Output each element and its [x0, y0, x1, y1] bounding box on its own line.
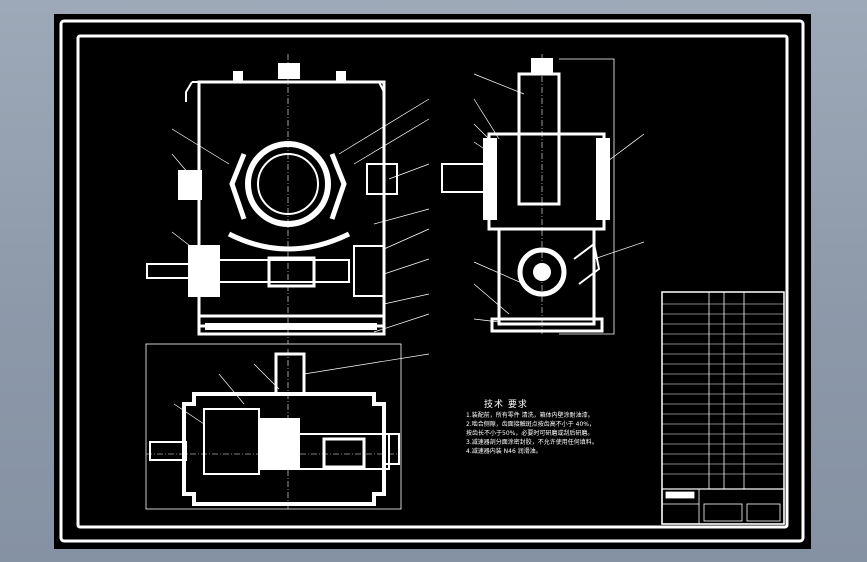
side-view [441, 54, 615, 335]
side-view-leaders [473, 73, 645, 323]
technical-note-3: 按齿长不小于50%，必要时可研磨或刮后研磨。 [466, 430, 594, 437]
technical-note-2: 2.啮合侧隙，齿面接触斑点按齿高不小于 40%， [466, 421, 595, 428]
technical-requirements-title: 技术 要求 [484, 400, 528, 410]
drawing-canvas[interactable] [54, 14, 811, 549]
cad-drawing-sheet[interactable]: 技术 要求 1.装配前，所有零件 清洗，箱体内壁涂耐油漆。 2.啮合侧隙，齿面接… [54, 14, 811, 549]
front-view-leaders [171, 98, 430, 333]
parts-list-table [661, 291, 785, 525]
technical-note-5: 4.减速器内装 N46 润滑油。 [466, 448, 542, 455]
outer-frame [59, 19, 805, 543]
front-view [146, 54, 398, 344]
inner-frame [76, 34, 789, 529]
technical-note-1: 1.装配前，所有零件 清洗，箱体内壁涂耐油漆。 [466, 412, 594, 419]
technical-note-4: 3.减速器剖分面涂密封胶，不允许使用任何填料。 [466, 439, 598, 446]
top-view [145, 343, 402, 510]
top-view-leaders [173, 353, 430, 425]
